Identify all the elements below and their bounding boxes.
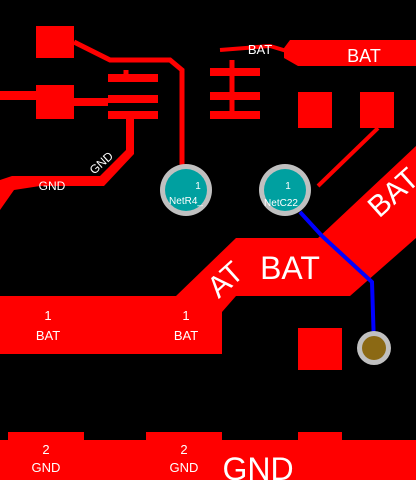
ic-pin-right-2[interactable] (210, 92, 260, 100)
via-netc22-number: 1 (285, 181, 291, 192)
pad-left-gnd-number: 2 (42, 442, 49, 457)
pad-left-bat-net: BAT (36, 328, 60, 343)
trace-bat-top-wide (284, 40, 416, 66)
pad-right-2[interactable] (360, 92, 394, 128)
pour-gnd-bottom (0, 440, 416, 480)
trace-gnd-diagonal (0, 118, 134, 210)
via-netr4-net: NetR4_ (169, 196, 203, 207)
trace-netr4 (72, 39, 185, 180)
via-netc22-net: NetC22 (264, 198, 298, 209)
label-bat-center: BAT (260, 250, 320, 286)
top-copper-layer (0, 26, 416, 480)
pad-mid-bat-net: BAT (174, 328, 198, 343)
pad-left-bat-number: 1 (44, 308, 51, 323)
ic-pin-left-1[interactable] (108, 74, 158, 82)
pad-top-left[interactable] (36, 26, 74, 58)
pad-right-1[interactable] (298, 92, 332, 128)
label-bat-top: BAT (248, 42, 272, 57)
via-netc22[interactable]: 1 NetC22 (259, 164, 311, 216)
pour-bat-main (0, 146, 416, 354)
ic-pin-left-3[interactable] (108, 111, 158, 119)
ic-pin-left-2[interactable] (108, 95, 158, 103)
trace-bat-top-thin (219, 43, 291, 54)
label-gnd-left: GND (39, 179, 66, 193)
pad-right-bottom[interactable] (298, 328, 342, 370)
label-bat-top-large: BAT (347, 46, 381, 66)
pad-mid-gnd-net: GND (170, 460, 199, 475)
trace-bottom-layer (298, 210, 376, 347)
ic-pin-right-1[interactable] (210, 68, 260, 76)
pad-mid-gnd-number: 2 (180, 442, 187, 457)
via-netr4[interactable]: 1 NetR4_ (160, 164, 212, 216)
ic-pin-right-3[interactable] (210, 111, 260, 119)
pad-mid-bat-number: 1 (182, 308, 189, 323)
pad-left-gnd-net: GND (32, 460, 61, 475)
pad-left-middle[interactable] (36, 85, 74, 119)
trace-netc22 (316, 126, 380, 188)
trace-left-horizontal (0, 91, 40, 100)
via-netr4-number: 1 (195, 181, 201, 192)
via-bottom-right[interactable] (357, 331, 391, 365)
label-gnd-bottom-large: GND (222, 451, 293, 480)
